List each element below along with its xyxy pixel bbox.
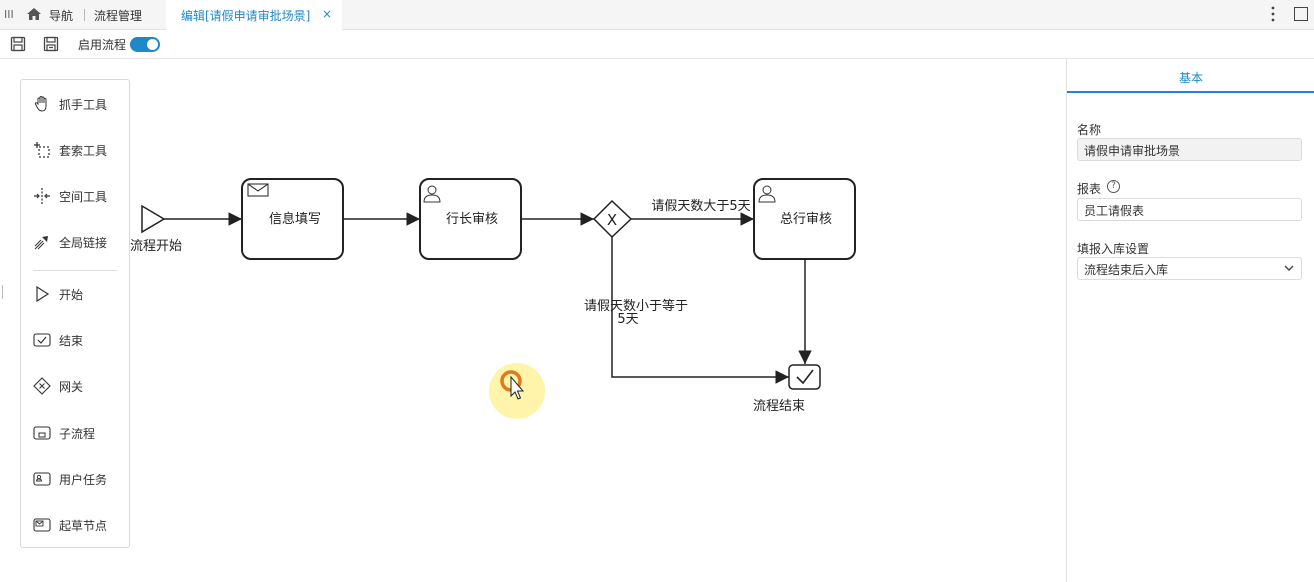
gateway-icon [33, 377, 51, 395]
home-icon[interactable] [26, 7, 42, 21]
close-icon[interactable]: × [322, 7, 333, 21]
start-event[interactable] [141, 204, 166, 234]
envelope-icon [247, 183, 269, 197]
form-label: 报表 [1077, 182, 1102, 196]
tab-edit-process-label: 编辑[请假申请审批场景] [181, 9, 311, 23]
palette-draft-node[interactable]: 起草节点 [21, 513, 129, 537]
task-info-fill-label: 信息填写 [269, 211, 321, 227]
flow-le5-label-line2: 5天 [617, 312, 638, 327]
tab-process-management[interactable]: 流程管理 [94, 9, 143, 23]
storage-setting-label: 填报入库设置 [1077, 242, 1150, 256]
name-label: 名称 [1077, 123, 1102, 137]
palette-label: 空间工具 [59, 190, 108, 204]
palette-end-event[interactable]: 结束 [21, 328, 129, 352]
palette-subprocess[interactable]: 子流程 [21, 421, 129, 445]
start-event-icon [36, 285, 50, 303]
palette-lasso-tool[interactable]: 套索工具 [21, 138, 129, 162]
tab-basic-label: 基本 [1178, 71, 1203, 85]
palette-global-connect[interactable]: 全局链接 [21, 230, 129, 254]
properties-panel: 基本 名称 请假申请审批场景 报表 ? 员工请假表 填报入库设置 流程结束后入库 [1066, 59, 1314, 582]
palette-divider [33, 270, 117, 271]
palette-label: 子流程 [59, 427, 96, 441]
palette-label: 起草节点 [59, 519, 108, 533]
draft-node-icon [33, 518, 51, 532]
process-diagram: 流程开始 信息填写 行长审核 X [130, 178, 856, 414]
form-field[interactable]: 员工请假表 [1077, 198, 1302, 221]
task-branch-review[interactable]: 行长审核 [419, 178, 522, 260]
tab-navigation[interactable]: 导航 [49, 9, 74, 23]
help-icon[interactable]: ? [1107, 180, 1120, 193]
flow-gateway-to-end[interactable] [611, 237, 789, 384]
task-hq-review[interactable]: 总行审核 [753, 178, 856, 260]
storage-setting-value: 流程结束后入库 [1084, 263, 1169, 277]
toolbar: 启用流程 [0, 30, 1314, 59]
user-task-icon [33, 472, 51, 486]
end-event-icon [33, 333, 51, 347]
tab-separator [84, 9, 85, 21]
connect-icon [34, 236, 48, 250]
task-hq-review-label: 总行审核 [780, 212, 832, 227]
menu-toggle-icon[interactable]: III [4, 8, 14, 21]
palette-label: 抓手工具 [59, 98, 108, 112]
toggle-knob [147, 39, 158, 50]
element-palette: 抓手工具 套索工具 空间工具 全局链接 [20, 79, 130, 548]
canvas-edge-mark [2, 285, 3, 299]
save-icon[interactable] [10, 36, 26, 52]
hand-icon [34, 95, 47, 112]
palette-label: 用户任务 [59, 473, 108, 487]
palette-label: 全局链接 [59, 236, 108, 250]
flow-le5-label-line1: 请假天数小于等于 [584, 298, 688, 314]
exclusive-gateway[interactable]: X [592, 199, 633, 239]
subprocess-icon [33, 426, 51, 440]
chevron-down-icon [1284, 265, 1294, 271]
palette-label: 网关 [59, 380, 84, 394]
tab-edit-process[interactable]: 编辑[请假申请审批场景] × [166, 0, 342, 30]
mouse-cursor-icon [500, 370, 525, 400]
enable-process-label: 启用流程 [78, 38, 127, 52]
user-icon [758, 185, 776, 203]
palette-hand-tool[interactable]: 抓手工具 [21, 92, 129, 116]
start-event-label: 流程开始 [130, 239, 182, 254]
tab-bar: III 导航 流程管理 编辑[请假申请审批场景] × [0, 0, 1314, 30]
lasso-icon [34, 142, 50, 158]
task-info-fill[interactable]: 信息填写 [241, 178, 344, 260]
palette-user-task[interactable]: 用户任务 [21, 467, 129, 491]
tab-basic[interactable]: 基本 [1067, 59, 1314, 93]
task-branch-review-label: 行长审核 [446, 212, 498, 227]
enable-process-toggle[interactable] [130, 37, 160, 52]
palette-label: 套索工具 [59, 144, 108, 158]
palette-label: 开始 [59, 288, 84, 302]
user-icon [423, 185, 441, 203]
palette-start-event[interactable]: 开始 [21, 282, 129, 306]
storage-setting-select[interactable]: 流程结束后入库 [1077, 257, 1302, 280]
space-icon [34, 188, 50, 204]
palette-label: 结束 [59, 334, 84, 348]
end-event-label: 流程结束 [753, 399, 805, 414]
flow-gt5-label: 请假天数大于5天 [651, 199, 750, 214]
palette-gateway[interactable]: 网关 [21, 374, 129, 398]
process-canvas[interactable]: 流程开始 信息填写 行长审核 X [0, 59, 1066, 582]
palette-space-tool[interactable]: 空间工具 [21, 184, 129, 208]
check-icon [796, 369, 814, 385]
name-field: 请假申请审批场景 [1077, 138, 1302, 161]
more-vertical-icon[interactable] [1270, 6, 1276, 22]
end-event[interactable] [788, 364, 821, 390]
save-as-icon[interactable] [43, 36, 59, 52]
window-icon[interactable] [1294, 7, 1308, 21]
gateway-mark: X [607, 211, 617, 229]
